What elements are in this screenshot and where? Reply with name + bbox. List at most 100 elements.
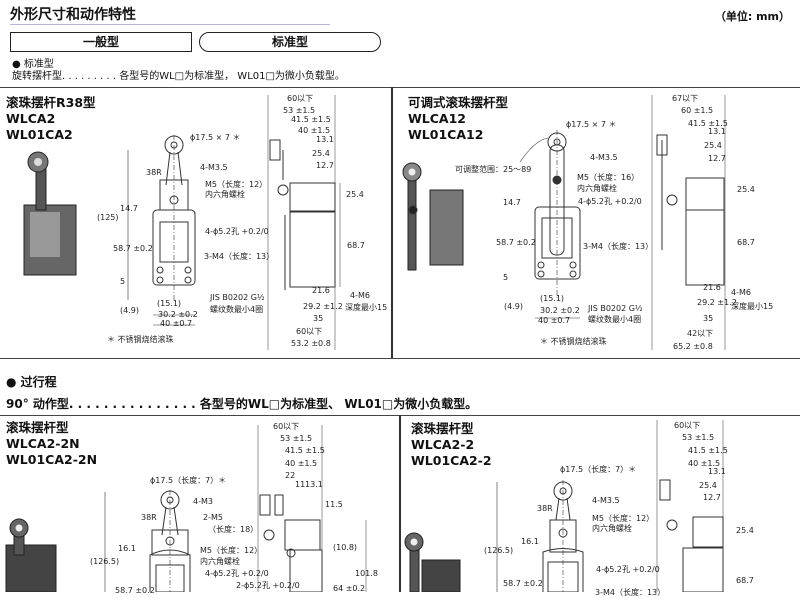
dim-label: 13.1	[305, 480, 323, 489]
dim-label: 58.7 ±0.2	[503, 579, 543, 588]
front-view	[127, 135, 196, 326]
dim-label: 4-M3	[193, 497, 213, 506]
tab-standard[interactable]: 标准型	[199, 32, 381, 52]
dim-label: 42以下	[687, 329, 714, 338]
dim-label: 41.5 ±1.5	[291, 115, 331, 124]
dim-label: 12.7	[316, 161, 334, 170]
dim-label: ϕ17.5 × 7 ＊	[190, 133, 241, 142]
model-name: WL01CA2	[6, 127, 73, 142]
dim-label: 25.4	[737, 185, 755, 194]
dim-label: 3-M4（长度：13）	[595, 588, 666, 597]
dim-label: 2-ϕ5.2孔 +0.2/0	[236, 581, 300, 590]
dim-label: ϕ17.5 × 7 ＊	[566, 120, 617, 129]
dim-label: 60以下	[296, 327, 323, 336]
dim-label: 内六角螺栓	[200, 557, 240, 566]
dim-label: (15.1)	[157, 299, 182, 308]
side-view	[651, 95, 726, 350]
dim-label: 30.2 ±0.2	[540, 306, 580, 315]
dim-label: 可调整范围：25～89	[455, 165, 532, 174]
dim-label: 38R	[537, 504, 553, 513]
divider	[391, 87, 393, 358]
dim-label: JIS B0202 G½	[210, 293, 265, 302]
dim-label: 101.8	[355, 569, 378, 578]
section-heading-standard: ● 标准型	[12, 59, 54, 70]
dim-label: 2-M5	[203, 513, 223, 522]
tab-general[interactable]: 一般型	[10, 32, 192, 52]
dim-label: 53 ±1.5	[280, 434, 313, 443]
dim-label: 5	[503, 273, 509, 282]
dim-label: 58.7 ±0.2	[113, 244, 153, 253]
dim-label: 3-M4（长度：13）	[204, 252, 275, 261]
dim-label: 68.7	[737, 238, 755, 247]
dim-label: 4-M3.5	[200, 163, 228, 172]
dim-label: 40 ±0.7	[538, 316, 571, 325]
side-view	[267, 95, 341, 350]
dim-label: 4-M6	[350, 291, 370, 300]
dim-label: 3-M4（长度：13）	[583, 242, 654, 251]
section-heading-overtravel: ● 过行程	[6, 375, 57, 389]
dim-label: 58.7 ±0.2	[496, 238, 536, 247]
dim-label: 内六角螺栓	[577, 184, 617, 193]
switch-photo	[404, 532, 461, 592]
page-title: 外形尺寸和动作特性	[10, 7, 136, 23]
dim-label: 4-M6	[731, 288, 751, 297]
switch-photo	[23, 151, 77, 276]
dim-label: 5	[120, 277, 126, 286]
dim-label: 60以下	[674, 421, 701, 430]
dim-label: 12.7	[703, 493, 721, 502]
dim-label: 21.6	[703, 283, 721, 292]
model-name: WL01CA2-2N	[6, 452, 98, 467]
dim-label: 内六角螺栓	[205, 190, 245, 199]
dim-label: 60以下	[273, 422, 300, 431]
dim-label: 53 ±1.5	[283, 106, 316, 115]
dim-label: (126.5)	[90, 557, 120, 566]
switch-photo	[402, 162, 464, 271]
dim-label: 4-ϕ5.2孔 +0.2/0	[596, 565, 660, 574]
divider	[399, 415, 401, 592]
dim-label: 螺纹数最小4圈	[588, 315, 642, 324]
dim-label: 13.1	[708, 127, 726, 136]
dim-label: 40 ±1.5	[688, 459, 721, 468]
dim-label: 16.1	[118, 544, 136, 553]
dim-label: 60 ±1.5	[681, 106, 714, 115]
dim-label: ϕ17.5（长度：7）＊	[150, 476, 227, 485]
model-name: WL01CA12	[408, 127, 484, 142]
model-name: WL01CA2-2	[411, 453, 492, 468]
dim-label: (4.9)	[120, 306, 139, 315]
divider	[0, 358, 800, 359]
panel-type: 滚珠摆杆R38型	[6, 95, 96, 110]
dim-label: 12.7	[708, 154, 726, 163]
dim-label: 35	[313, 314, 324, 323]
dim-label: (10.8)	[333, 543, 358, 552]
side-view	[656, 420, 724, 592]
dim-label: 深度最小15	[345, 303, 388, 312]
dim-label: 4-ϕ5.2孔 +0.2/0	[205, 227, 269, 236]
model-name: WLCA12	[408, 111, 466, 126]
dim-label: 41.5 ±1.5	[285, 446, 325, 455]
dim-label: 35	[703, 314, 714, 323]
dim-label: （长度：18）	[208, 525, 259, 534]
front-view	[519, 130, 581, 319]
title-underline	[10, 24, 330, 25]
dim-label: 4-M3.5	[590, 153, 618, 162]
dim-label: 4-ϕ5.2孔 +0.2/0	[205, 569, 269, 578]
dim-label: 40 ±0.7	[160, 319, 193, 328]
dim-label: M5（长度：12）	[200, 546, 263, 555]
dim-label: 53.2 ±0.8	[291, 339, 331, 348]
dim-label: 67以下	[672, 94, 699, 103]
model-name: WLCA2	[6, 111, 56, 126]
dim-label: 14.7	[120, 204, 138, 213]
model-name: WLCA2-2	[411, 437, 475, 452]
dim-label: 53 ±1.5	[682, 433, 715, 442]
dim-label: 内六角螺栓	[592, 524, 632, 533]
dim-label: 14.7	[503, 198, 521, 207]
dim-label: 58.7 ±0.2	[115, 586, 155, 595]
dim-label: 38R	[146, 168, 162, 177]
dim-label: 25.4	[312, 149, 330, 158]
dim-label: 40 ±1.5	[298, 126, 331, 135]
dim-label: ϕ17.5（长度：7）＊	[560, 465, 637, 474]
dim-label: (126.5)	[484, 546, 514, 555]
dim-label: 40 ±1.5	[285, 459, 318, 468]
dim-label: 41.5 ±1.5	[688, 119, 728, 128]
